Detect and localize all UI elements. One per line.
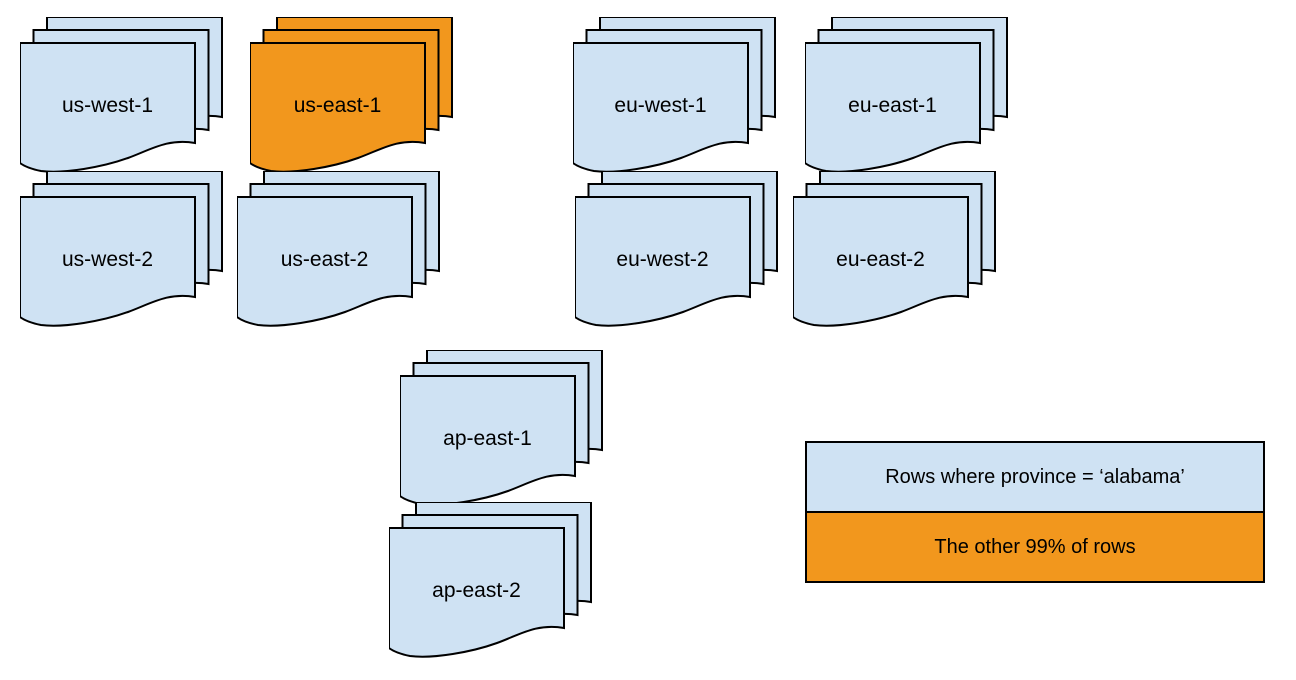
region-label: us-west-2 <box>62 248 153 271</box>
legend-item-alabama-rows: Rows where province = ‘alabama’ <box>807 443 1263 513</box>
document-page-front <box>575 196 751 327</box>
region-stack-eu-east-1: eu-east-1 <box>805 17 1009 177</box>
region-label: ap-east-2 <box>432 579 521 602</box>
document-page-front <box>20 196 196 327</box>
document-stack-icon: ap-east-1 <box>400 350 603 506</box>
region-stack-eu-west-1: eu-west-1 <box>573 17 777 177</box>
region-stack-us-west-1: us-west-1 <box>20 17 224 177</box>
region-label: ap-east-1 <box>443 427 532 450</box>
region-label: eu-west-1 <box>614 94 706 117</box>
document-stack-icon: us-west-1 <box>20 17 223 173</box>
region-stack-us-east-2: us-east-2 <box>237 171 441 331</box>
document-stack-icon: us-east-1 <box>250 17 453 173</box>
region-stack-eu-east-2: eu-east-2 <box>793 171 997 331</box>
document-stack-icon: eu-west-1 <box>573 17 776 173</box>
document-stack-icon: eu-east-2 <box>793 171 996 327</box>
region-label: us-east-2 <box>281 248 369 271</box>
document-page-front <box>805 42 981 173</box>
legend: Rows where province = ‘alabama’ The othe… <box>805 441 1265 583</box>
document-page-front <box>389 527 565 658</box>
region-label: eu-east-2 <box>836 248 925 271</box>
document-stack-icon: ap-east-2 <box>389 502 592 658</box>
legend-item-label: Rows where province = ‘alabama’ <box>885 465 1185 488</box>
region-stack-us-west-2: us-west-2 <box>20 171 224 331</box>
document-page-front <box>237 196 413 327</box>
legend-item-label: The other 99% of rows <box>934 535 1136 558</box>
region-stack-ap-east-1: ap-east-1 <box>400 350 604 510</box>
region-label: eu-east-1 <box>848 94 937 117</box>
legend-item-other-rows: The other 99% of rows <box>807 513 1263 581</box>
region-stack-eu-west-2: eu-west-2 <box>575 171 779 331</box>
region-stack-ap-east-2: ap-east-2 <box>389 502 593 662</box>
document-page-front <box>250 42 426 173</box>
document-stack-icon: us-west-2 <box>20 171 223 327</box>
region-label: us-west-1 <box>62 94 153 117</box>
document-page-front <box>400 375 576 506</box>
document-stack-icon: eu-west-2 <box>575 171 778 327</box>
document-page-front <box>20 42 196 173</box>
document-stack-icon: us-east-2 <box>237 171 440 327</box>
region-stack-us-east-1: us-east-1 <box>250 17 454 177</box>
document-stack-icon: eu-east-1 <box>805 17 1008 173</box>
region-label: eu-west-2 <box>616 248 708 271</box>
document-page-front <box>793 196 969 327</box>
region-label: us-east-1 <box>294 94 382 117</box>
document-page-front <box>573 42 749 173</box>
